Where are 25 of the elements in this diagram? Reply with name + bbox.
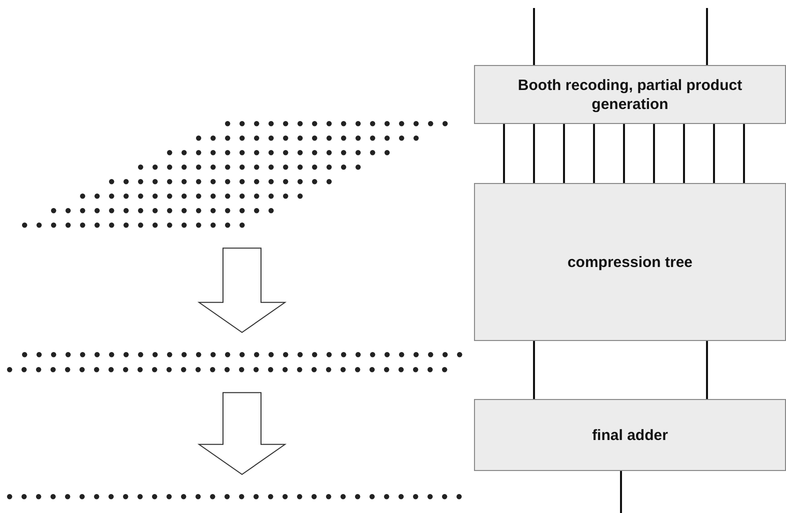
connector-line xyxy=(563,124,565,183)
dot-matrix-drawing xyxy=(22,121,448,228)
dot-matrix-drawing xyxy=(7,352,463,373)
block-arrow xyxy=(197,248,287,333)
process-box xyxy=(474,399,786,471)
dot-matrix-drawing xyxy=(7,494,462,500)
connector-line xyxy=(533,8,535,65)
connector-line xyxy=(533,124,535,183)
connector-line xyxy=(713,124,715,183)
connector-line xyxy=(706,341,708,399)
connector-line xyxy=(653,124,655,183)
connector-line xyxy=(620,471,622,513)
block-arrow xyxy=(197,392,287,475)
connector-line xyxy=(533,341,535,399)
connector-line xyxy=(593,124,595,183)
process-box xyxy=(474,65,786,124)
connector-line xyxy=(743,124,745,183)
box-label: final adder xyxy=(592,426,668,444)
connector-line xyxy=(623,124,625,183)
box-label: Booth recoding, partial product generation xyxy=(516,76,744,114)
process-box xyxy=(474,183,786,341)
connector-line xyxy=(503,124,505,183)
connector-line xyxy=(706,8,708,65)
connector-line xyxy=(683,124,685,183)
box-label: compression tree xyxy=(567,252,693,272)
